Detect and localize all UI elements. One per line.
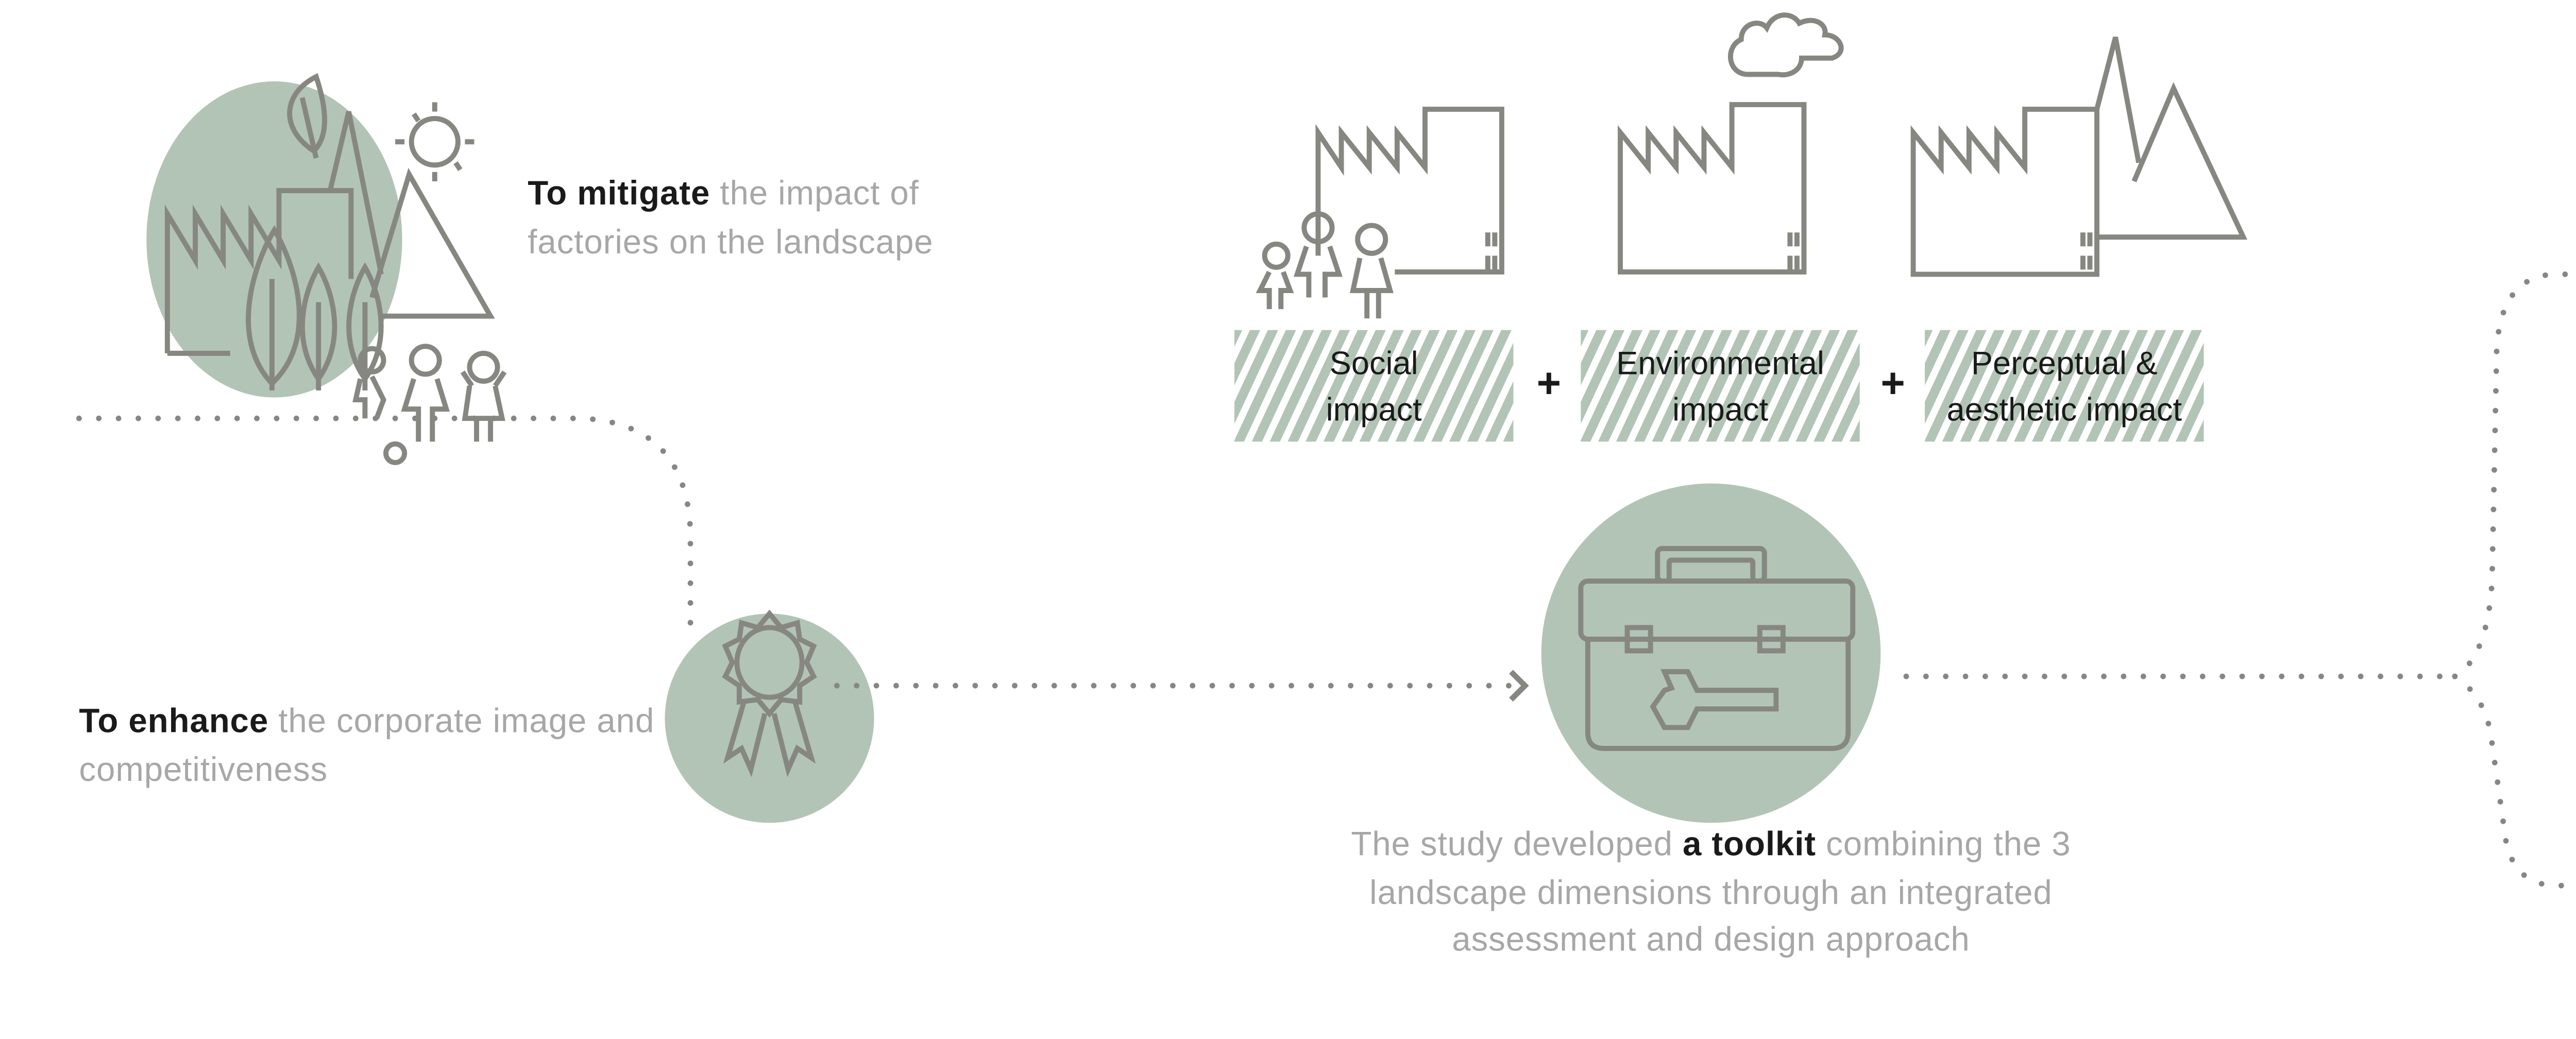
goal-mitigate-text: To mitigate the impact of factories on t… [528, 172, 958, 267]
goal-mitigate-rest: the impact of factories on the landscape [528, 176, 934, 262]
toolkit-caption-bold: a toolkit [1683, 827, 1817, 865]
factory-landscape-icon [164, 73, 507, 465]
dimension-environmental-label: Environmental impact [1616, 344, 1824, 428]
toolkit-circle [1541, 483, 1881, 823]
dimension-perceptual: Perceptual & aesthetic impact [1925, 330, 2204, 442]
cloud-icon [1727, 12, 1844, 78]
factory-social-icon [1256, 107, 1504, 319]
plus-sign: + [1536, 360, 1562, 407]
factory-perceptual-icon [1910, 36, 2248, 277]
toolkit-caption: The study developed a toolkit combining … [1316, 823, 2106, 966]
dimension-environmental: Environmental impact [1581, 330, 1860, 442]
goal-enhance-rest: the corporate image and competitiveness [79, 704, 655, 789]
factory-environmental-icon [1618, 12, 1844, 275]
plus-sign: + [1880, 360, 1905, 407]
goal-enhance-bold: To enhance [79, 704, 269, 742]
path-left [76, 415, 693, 631]
award-ribbon-icon [722, 609, 817, 777]
goal-mitigate-bold: To mitigate [528, 176, 710, 214]
arrow-head-icon [1509, 670, 1529, 702]
dimension-social: Social impact [1234, 330, 1514, 442]
goal-enhance-text: To enhance the corporate image and compe… [79, 700, 660, 795]
dimension-social-label: Social impact [1326, 344, 1422, 428]
path-tool2 [2452, 673, 2576, 889]
toolkit-caption-pre: The study developed [1351, 827, 1683, 865]
enhance-circle [665, 614, 874, 823]
dimension-perceptual-label: Perceptual & aesthetic impact [1946, 344, 2182, 428]
toolbox-icon [1578, 546, 1856, 751]
path-tool1 [2452, 271, 2576, 679]
toolkit-caption-post: combining the 3 landscape dimensions thr… [1369, 827, 2071, 960]
